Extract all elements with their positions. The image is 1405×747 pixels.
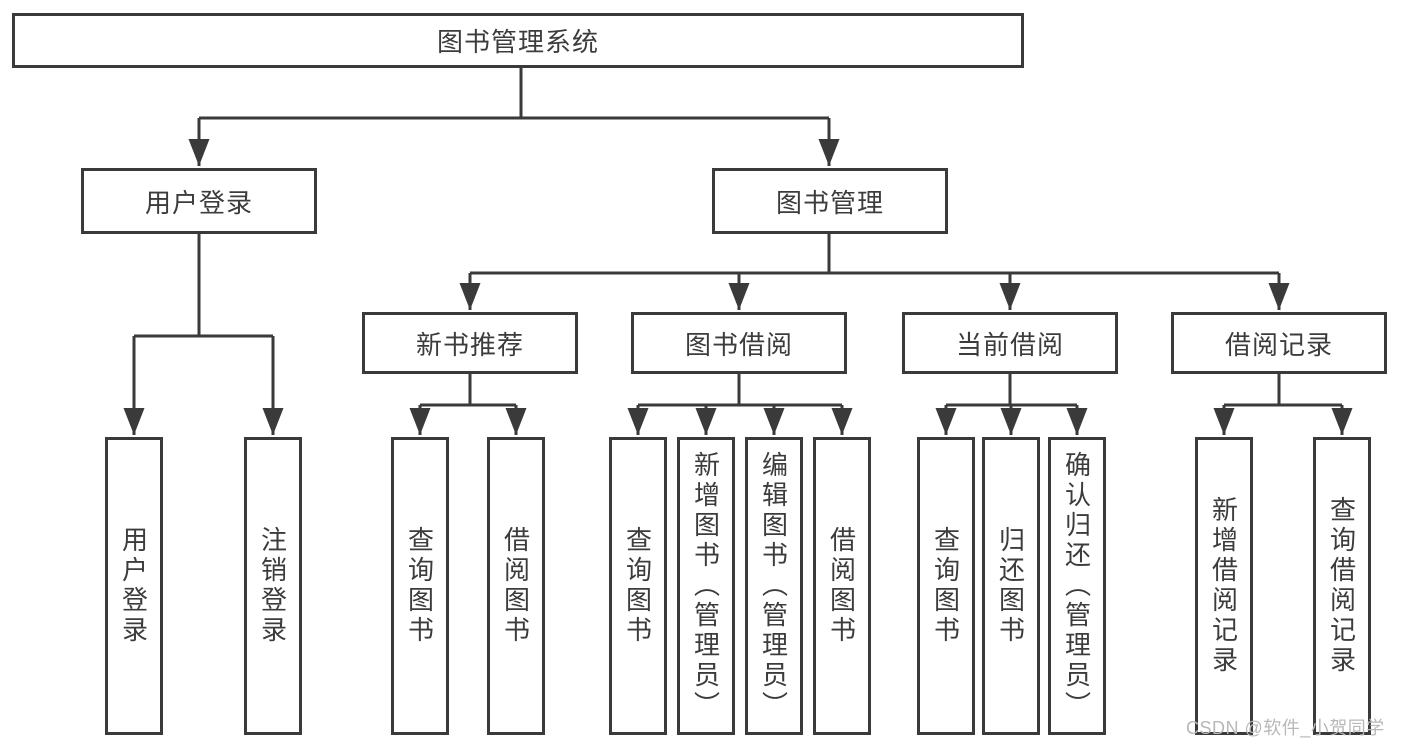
node-label: 借阅图书 bbox=[500, 526, 531, 646]
node-user-login: 用户登录 bbox=[81, 168, 317, 234]
leaf-confirm-return-admin: 确认归还（管理员） bbox=[1048, 437, 1106, 735]
connector-current-borrow bbox=[935, 374, 1088, 435]
csdn-watermark: CSDN @软件_小贺同学 bbox=[1186, 718, 1385, 738]
leaf-logout: 注销登录 bbox=[244, 437, 302, 735]
node-label: 编辑图书（管理员） bbox=[758, 451, 789, 721]
connector-book-borrow bbox=[627, 374, 853, 435]
leaf-query-books-borrow: 查询图书 bbox=[609, 437, 667, 735]
leaf-add-book-admin: 新增图书（管理员） bbox=[677, 437, 735, 735]
leaf-return-book: 归还图书 bbox=[982, 437, 1040, 735]
connector-user-login bbox=[123, 234, 284, 435]
node-label: 归还图书 bbox=[995, 526, 1026, 646]
connector-root bbox=[188, 68, 840, 166]
leaf-query-books-recommend: 查询图书 bbox=[391, 437, 449, 735]
node-label: 新书推荐 bbox=[415, 329, 524, 360]
node-label: 图书借阅 bbox=[684, 329, 793, 360]
node-label: 确认归还（管理员） bbox=[1061, 451, 1092, 721]
node-label: 借阅图书 bbox=[826, 526, 857, 646]
leaf-borrow-books-recommend: 借阅图书 bbox=[487, 437, 545, 735]
node-label: 用户登录 bbox=[118, 526, 149, 646]
node-library-system: 图书管理系统 bbox=[12, 13, 1024, 68]
node-label: 查询图书 bbox=[404, 526, 435, 646]
leaf-user-login: 用户登录 bbox=[105, 437, 163, 735]
leaf-borrow-books: 借阅图书 bbox=[813, 437, 871, 735]
node-label: 查询借阅记录 bbox=[1326, 496, 1357, 676]
connector-new-book-recommend bbox=[409, 374, 527, 435]
node-label: 图书管理 bbox=[775, 187, 884, 218]
connector-book-management bbox=[459, 234, 1290, 310]
node-book-management: 图书管理 bbox=[712, 168, 948, 234]
node-new-book-recommend: 新书推荐 bbox=[362, 312, 578, 374]
node-borrow-records: 借阅记录 bbox=[1171, 312, 1387, 374]
node-label: 查询图书 bbox=[930, 526, 961, 646]
node-label: 用户登录 bbox=[144, 187, 253, 218]
node-label: 查询图书 bbox=[622, 526, 653, 646]
node-label: 当前借阅 bbox=[955, 329, 1064, 360]
node-label: 图书管理系统 bbox=[436, 27, 599, 57]
leaf-query-borrow-record: 查询借阅记录 bbox=[1313, 437, 1371, 735]
node-label: 借阅记录 bbox=[1224, 329, 1333, 360]
leaf-query-books-current: 查询图书 bbox=[917, 437, 975, 735]
node-label: 注销登录 bbox=[257, 526, 288, 646]
leaf-add-borrow-record: 新增借阅记录 bbox=[1195, 437, 1253, 735]
connector-borrow-records bbox=[1213, 374, 1353, 435]
node-label: 新增借阅记录 bbox=[1208, 496, 1239, 676]
leaf-edit-book-admin: 编辑图书（管理员） bbox=[745, 437, 803, 735]
node-book-borrow: 图书借阅 bbox=[631, 312, 847, 374]
node-current-borrow: 当前借阅 bbox=[902, 312, 1118, 374]
node-label: 新增图书（管理员） bbox=[690, 451, 721, 721]
